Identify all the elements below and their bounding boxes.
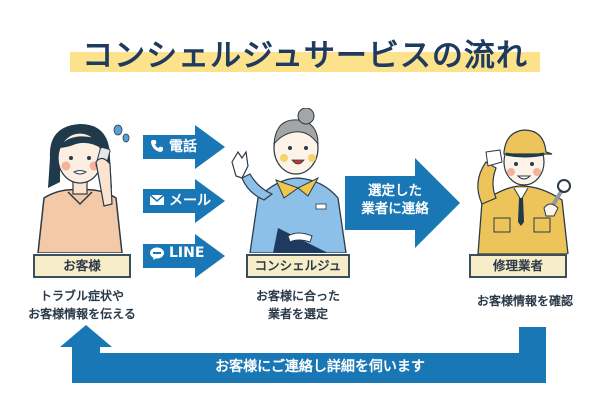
concierge-woman-illustration xyxy=(231,108,347,253)
phone-arrow xyxy=(143,125,225,169)
line-chat-icon xyxy=(150,247,164,260)
contact-method-mail: メール xyxy=(150,190,211,210)
contact-method-line: LINE xyxy=(150,245,204,261)
customer-description-line-2: お客様情報を伝える xyxy=(28,307,136,321)
contact-vendor-line-2: 業者に連絡 xyxy=(361,201,429,217)
customer-description-line-1: トラブル症状や xyxy=(39,289,124,303)
customer-description: トラブル症状や お客様情報を伝える xyxy=(10,287,154,323)
contact-method-label: LINE xyxy=(169,245,205,261)
contact-vendor-line-1: 選定した xyxy=(368,183,422,199)
title-area: コンシェルジュサービスの流れ xyxy=(0,0,610,90)
return-to-customer-arrow xyxy=(60,325,546,383)
page-title: コンシェルジュサービスの流れ xyxy=(82,38,528,74)
title-highlight xyxy=(70,52,540,72)
return-to-customer-label: お客様にご連絡し詳細を伺います xyxy=(215,359,425,375)
contact-vendor-arrow xyxy=(345,158,460,248)
phone-icon xyxy=(151,140,163,152)
concierge-description: お客様に合った 業者を選定 xyxy=(228,287,368,323)
contact-method-label: 電話 xyxy=(169,139,197,155)
mail-arrow xyxy=(143,179,225,223)
line-arrow xyxy=(143,234,225,278)
contact-vendor-label: 選定した 業者に連絡 xyxy=(350,182,440,218)
concierge-description-line-2: 業者を選定 xyxy=(267,307,328,321)
contact-method-label: メール xyxy=(169,193,211,209)
customer-woman-phone-illustration xyxy=(37,124,130,253)
repair-worker-illustration xyxy=(477,129,571,254)
repair-vendor-description: お客様情報を確認 xyxy=(450,292,600,310)
role-label-repair-vendor: 修理業者 xyxy=(469,254,567,278)
repair-vendor-description-line-1: お客様情報を確認 xyxy=(476,294,573,308)
concierge-description-line-1: お客様に合った xyxy=(255,289,340,303)
role-label-customer: お客様 xyxy=(33,254,131,278)
mail-icon xyxy=(150,194,164,205)
role-label-concierge: コンシェルジュ xyxy=(246,254,350,278)
contact-method-phone: 電話 xyxy=(150,136,197,156)
